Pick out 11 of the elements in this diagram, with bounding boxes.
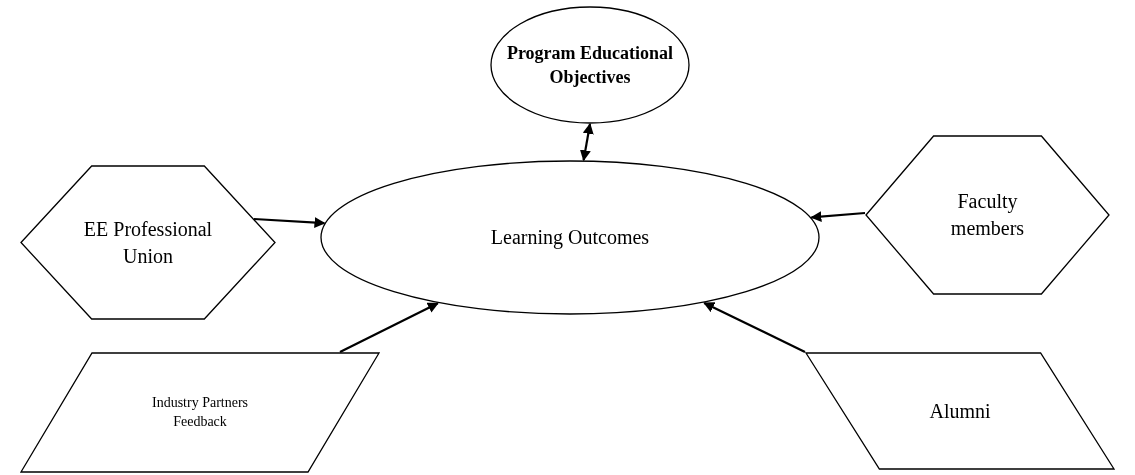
node-label: Program Educational Objectives	[505, 41, 675, 89]
arrow	[579, 122, 594, 162]
node-label: EE Professional Union	[82, 216, 214, 269]
node-label: Industry Partners Feedback	[150, 393, 249, 431]
arrow	[253, 217, 326, 229]
node-label: Alumni	[929, 398, 991, 424]
arrow	[703, 301, 806, 353]
arrow	[339, 302, 439, 353]
node-label: Faculty members	[949, 189, 1026, 241]
arrow	[810, 211, 866, 223]
node-label: Learning Outcomes	[490, 225, 650, 251]
